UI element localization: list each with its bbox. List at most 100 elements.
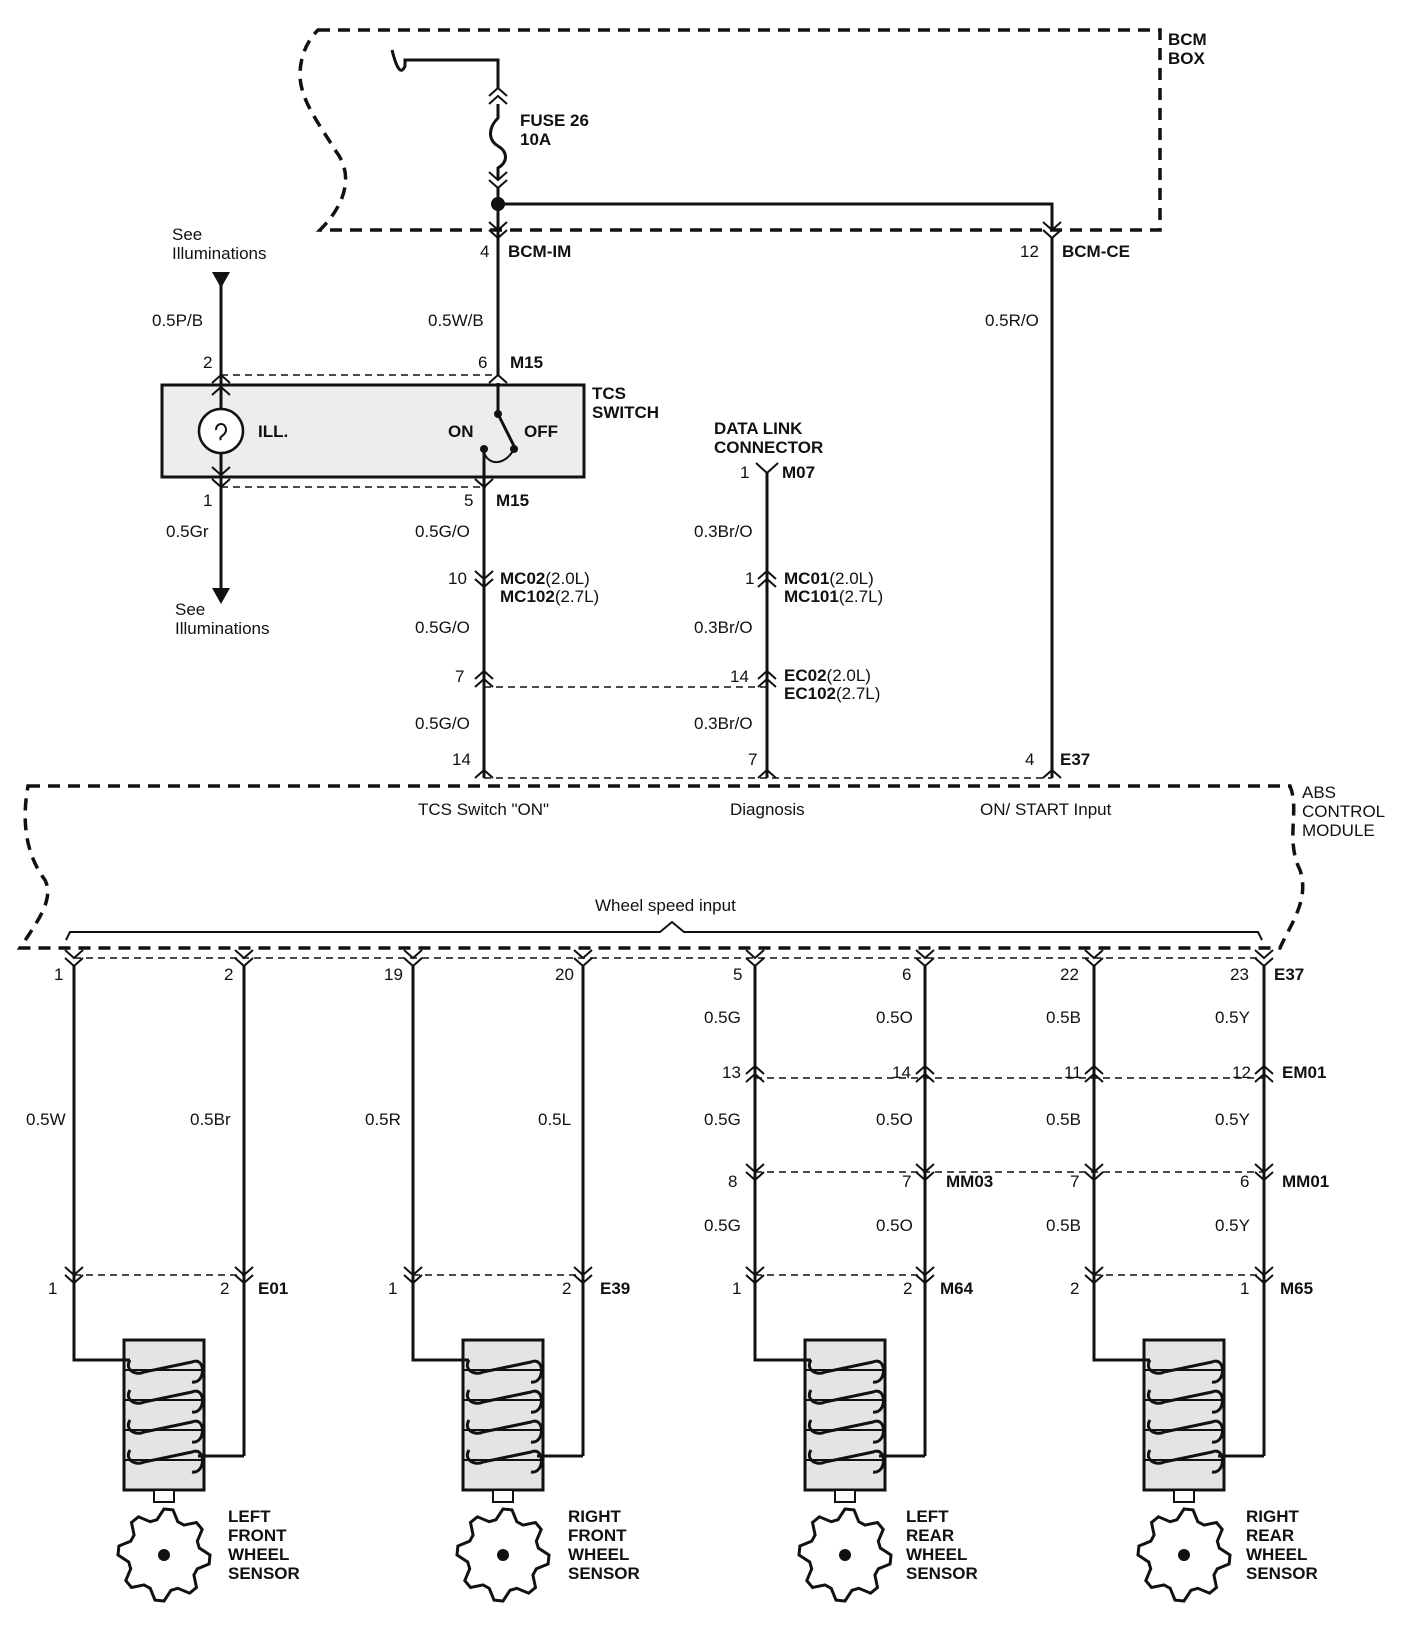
arrow-down-icon bbox=[212, 588, 230, 604]
connector-chevron bbox=[1254, 1072, 1274, 1083]
sensor-rr-l2: REAR bbox=[1246, 1526, 1294, 1545]
wire-g-o: 0.5G/O 10 MC02(2.0L) MC102(2.7L) 0.5G/O … bbox=[415, 487, 599, 778]
sensor-rr-l1: RIGHT bbox=[1246, 1507, 1300, 1526]
wire-br-o-label-1: 0.3Br/O bbox=[694, 522, 753, 541]
em01-pin-12: 12 bbox=[1232, 1063, 1251, 1082]
sensor-stem bbox=[492, 1489, 514, 1503]
wire-g-label-1: 0.5G bbox=[704, 1008, 741, 1027]
wheel-sensors bbox=[72, 1330, 1264, 1603]
connector-chevron bbox=[915, 1274, 935, 1285]
coil-winding bbox=[808, 1389, 885, 1414]
coil-winding bbox=[466, 1419, 543, 1444]
abs-pin-1: 1 bbox=[54, 965, 63, 984]
wire-w-label: 0.5W bbox=[26, 1110, 66, 1129]
bcm-box-title-2: BOX bbox=[1168, 49, 1206, 68]
wire-b-label-1: 0.5B bbox=[1046, 1008, 1081, 1027]
abs-diagnosis: Diagnosis bbox=[730, 800, 805, 819]
mc01-line2: MC101(2.7L) bbox=[784, 587, 883, 606]
dlc-title-2: CONNECTOR bbox=[714, 438, 823, 457]
abs-pin-6: 6 bbox=[902, 965, 911, 984]
sensor-rf-l4: SENSOR bbox=[568, 1564, 640, 1583]
abs-pin-chevron bbox=[1254, 949, 1274, 960]
sensor-coil-body bbox=[803, 1338, 887, 1492]
gear-hub bbox=[497, 1549, 509, 1561]
abs-pin-20: 20 bbox=[555, 965, 574, 984]
ec02-pin-right: 14 bbox=[730, 667, 749, 686]
coil-lead-in bbox=[72, 1330, 130, 1362]
connector-chevron bbox=[1254, 1274, 1274, 1285]
tcs-title-2: SWITCH bbox=[592, 403, 659, 422]
gear-hub bbox=[1178, 1549, 1190, 1561]
sensor-lf-l3: WHEEL bbox=[228, 1545, 289, 1564]
connector-chevron bbox=[745, 1171, 765, 1182]
wire-y-label-2: 0.5Y bbox=[1215, 1110, 1250, 1129]
illum-top-line1: See bbox=[172, 225, 202, 244]
connector-chevron bbox=[403, 1274, 423, 1285]
coil-winding bbox=[466, 1389, 543, 1414]
illum-bottom-line2: Illuminations bbox=[175, 619, 270, 638]
illum-top-line2: Illuminations bbox=[172, 244, 267, 263]
connector-chevron bbox=[1084, 1064, 1104, 1075]
bcm-im-connector: 4 BCM-IM bbox=[480, 221, 571, 261]
tcs-pin-5: 5 bbox=[464, 491, 473, 510]
wire-r-o: 0.5R/O bbox=[985, 238, 1054, 778]
e01-pin-2: 2 bbox=[220, 1279, 229, 1298]
m65-pin-1: 1 bbox=[1240, 1279, 1249, 1298]
e39-pin-1: 1 bbox=[388, 1279, 397, 1298]
e39-pin-2: 2 bbox=[562, 1279, 571, 1298]
wire-y-label-3: 0.5Y bbox=[1215, 1216, 1250, 1235]
tcs-title-1: TCS bbox=[592, 384, 626, 403]
fuse-name: FUSE 26 bbox=[520, 111, 589, 130]
coil-winding bbox=[1147, 1359, 1224, 1384]
mc01-pin: 1 bbox=[745, 569, 754, 588]
sensor-rr-l4: SENSOR bbox=[1246, 1564, 1318, 1583]
abs-wheel-speed: Wheel speed input bbox=[595, 896, 736, 915]
illumination-bottom: 0.5Gr See Illuminations bbox=[166, 487, 270, 638]
sensor-lr-l3: WHEEL bbox=[906, 1545, 967, 1564]
wire-o-label-3: 0.5O bbox=[876, 1216, 913, 1235]
abs-pin-2: 2 bbox=[224, 965, 233, 984]
mm01-conn: MM01 bbox=[1282, 1172, 1329, 1191]
coil-winding bbox=[808, 1449, 885, 1474]
illumination-top: See Illuminations 0.5P/B bbox=[152, 225, 267, 375]
sensor-lr-l1: LEFT bbox=[906, 1507, 949, 1526]
connector-chevron bbox=[745, 1072, 765, 1083]
mm01-pin-7: 7 bbox=[1070, 1172, 1079, 1191]
bcm-ce-name: BCM-CE bbox=[1062, 242, 1130, 261]
tcs-conn-bottom: M15 bbox=[496, 491, 529, 510]
bcm-ce-connector: 12 BCM-CE bbox=[1020, 221, 1130, 261]
sensor-rf-l3: WHEEL bbox=[568, 1545, 629, 1564]
abs-pin-22: 22 bbox=[1060, 965, 1079, 984]
gear-hub bbox=[158, 1549, 170, 1561]
data-link-connector: DATA LINK CONNECTOR 1 M07 0.3Br/O 1 MC01… bbox=[694, 419, 883, 778]
sensor-rf-l2: FRONT bbox=[568, 1526, 627, 1545]
connector-chevron bbox=[915, 1072, 935, 1083]
connector-chevron bbox=[1084, 1171, 1104, 1182]
wire-g-o-label-2: 0.5G/O bbox=[415, 618, 470, 637]
wire-l-label: 0.5L bbox=[538, 1110, 571, 1129]
sensor-rr-l3: WHEEL bbox=[1246, 1545, 1307, 1564]
wire-g-o-label-1: 0.5G/O bbox=[415, 522, 470, 541]
sensor-coil-body bbox=[461, 1338, 545, 1492]
em01-connector: 13 14 11 12 EM01 bbox=[722, 1063, 1326, 1082]
fuse-rating: 10A bbox=[520, 130, 551, 149]
wire-g-label-2: 0.5G bbox=[704, 1110, 741, 1129]
mm03-pin-8: 8 bbox=[728, 1172, 737, 1191]
sensor-stem bbox=[834, 1489, 856, 1503]
bcm-box: BCM BOX bbox=[298, 28, 1207, 232]
sensor-lf-l2: FRONT bbox=[228, 1526, 287, 1545]
wire-p-b-label: 0.5P/B bbox=[152, 311, 203, 330]
connector-chevron bbox=[573, 1274, 593, 1285]
gear-hub bbox=[839, 1549, 851, 1561]
coil-winding bbox=[1147, 1449, 1224, 1474]
m64-name: M64 bbox=[940, 1279, 974, 1298]
connector-chevron bbox=[64, 1274, 84, 1285]
abs-pin-chevron bbox=[573, 949, 593, 960]
fuse-26: FUSE 26 10A bbox=[390, 49, 1054, 245]
wire-br-label: 0.5Br bbox=[190, 1110, 231, 1129]
coil-winding bbox=[808, 1419, 885, 1444]
sensor-stem bbox=[1173, 1489, 1195, 1503]
wire-br-o-label-2: 0.3Br/O bbox=[694, 618, 753, 637]
connector-chevron bbox=[915, 1171, 935, 1182]
